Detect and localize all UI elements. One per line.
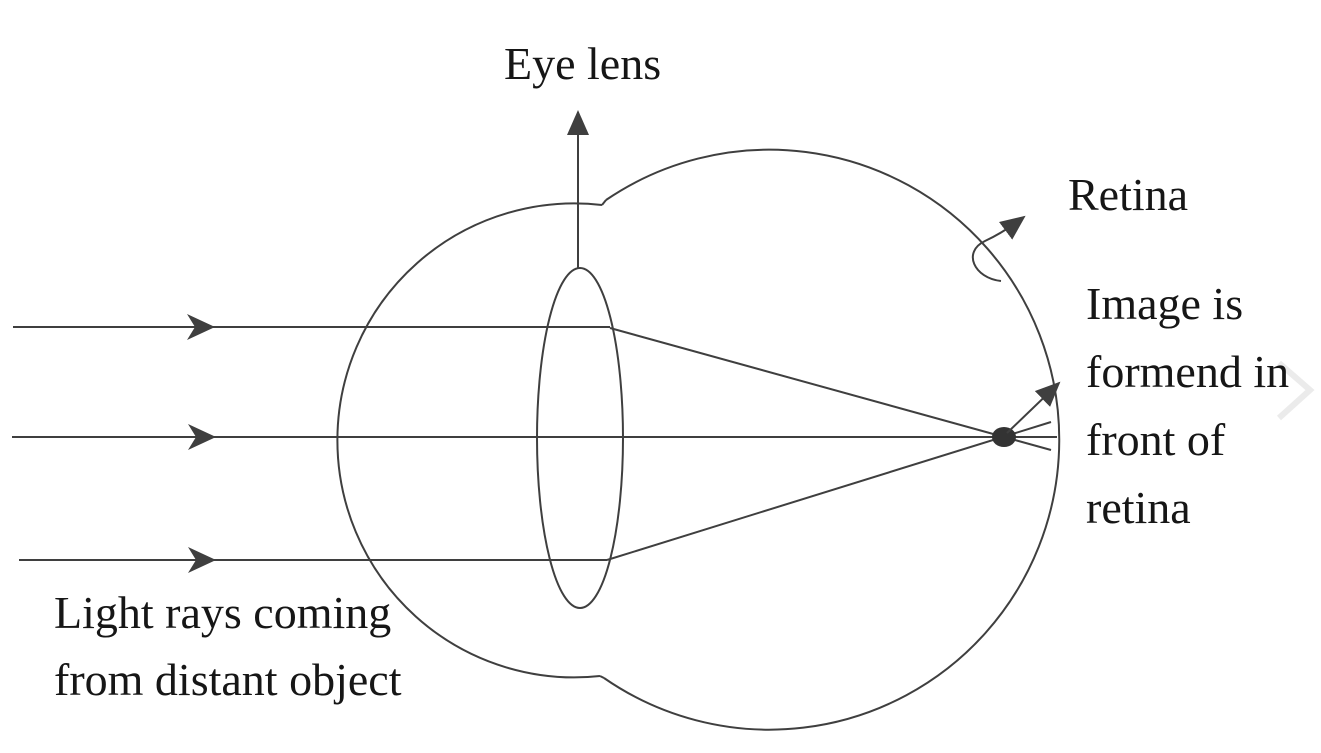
eye-lens-label: Eye lens [504,38,662,89]
cornea-junction-bottom [599,675,605,679]
cornea-outline [336,202,603,679]
light-rays-note-label: Light rays coming from distant object [54,579,401,713]
focal-point-dot [992,427,1016,447]
light-rays-note-line-1: Light rays coming [54,587,392,638]
cornea-junction-top [601,199,607,206]
refracted-ray-top [609,327,1052,451]
image-note-line-3: front of [1086,414,1226,465]
light-rays-note-line-2: from distant object [54,654,402,705]
image-note-line-1: Image is [1086,278,1244,329]
image-note-line-4: retina [1086,482,1191,533]
right-barb-triangle-icon [188,424,216,450]
right-barb-triangle-icon [188,547,216,573]
retina-label: Retina [1068,169,1189,220]
right-barb-triangle-icon [187,314,215,340]
retina-pointer-arrow [971,215,1026,282]
image-note-label: Image is formend in front of retina [1086,270,1289,542]
image-note-pointer-arrow [1006,381,1061,434]
eyeball-outline [603,148,1061,731]
chevron-right-icon [1276,360,1315,421]
image-note-line-2: formend in [1086,346,1290,397]
refracted-ray-bottom [606,421,1052,561]
